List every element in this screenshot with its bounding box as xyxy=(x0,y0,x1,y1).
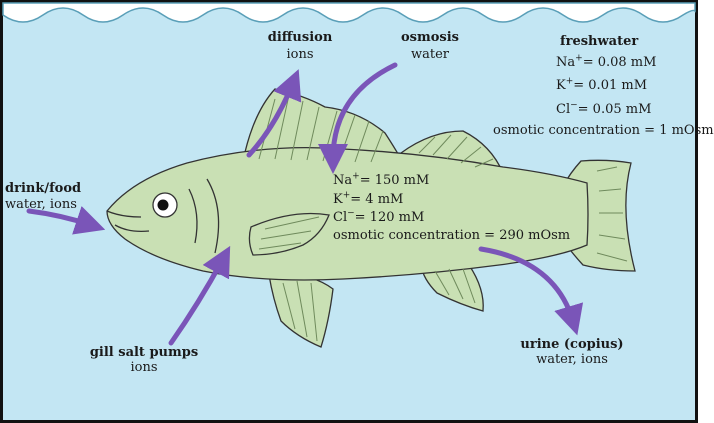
freshwater-osmotic-concentration: osmotic concentration = 1 mOsm xyxy=(493,123,714,138)
fish-eye xyxy=(152,192,178,218)
freshwater-k: K+= 0.01 mM xyxy=(556,76,648,93)
diffusion-arrow xyxy=(246,69,302,158)
gill-pumps-title: gill salt pumps xyxy=(89,345,199,360)
drink-food-subtitle: water, ions xyxy=(5,197,77,212)
internal-osmotic-concentration: osmotic concentration = 290 mOsm xyxy=(333,228,571,243)
osmosis-title: osmosis xyxy=(401,30,459,45)
drink-food-arrow xyxy=(26,206,106,235)
freshwater-na: Na+= 0.08 mM xyxy=(556,53,657,70)
gill-pumps-subtitle: ions xyxy=(130,360,158,375)
gill-pump-arrow xyxy=(168,245,231,346)
urine-subtitle: water, ions xyxy=(536,352,608,367)
internal-k: K+= 4 mM xyxy=(333,190,404,207)
pelvic-fin xyxy=(268,273,334,348)
urine-arrow xyxy=(478,246,584,336)
diffusion-subtitle: ions xyxy=(286,47,314,62)
fish-mouth xyxy=(106,210,150,233)
freshwater-title: freshwater xyxy=(560,34,639,49)
osmosis-subtitle: water xyxy=(410,47,449,62)
internal-cl: Cl−= 120 mM xyxy=(333,208,425,225)
drink-food-title: drink/food xyxy=(5,181,82,196)
water-surface xyxy=(2,2,696,23)
fish-illustration xyxy=(2,2,696,348)
osmosis-arrow xyxy=(318,62,398,174)
gill-cover xyxy=(206,178,220,254)
diffusion-title: diffusion xyxy=(267,30,333,45)
internal-na: Na+= 150 mM xyxy=(333,171,430,188)
urine-title: urine (copius) xyxy=(520,337,624,352)
freshwater-cl: Cl−= 0.05 mM xyxy=(556,100,652,117)
